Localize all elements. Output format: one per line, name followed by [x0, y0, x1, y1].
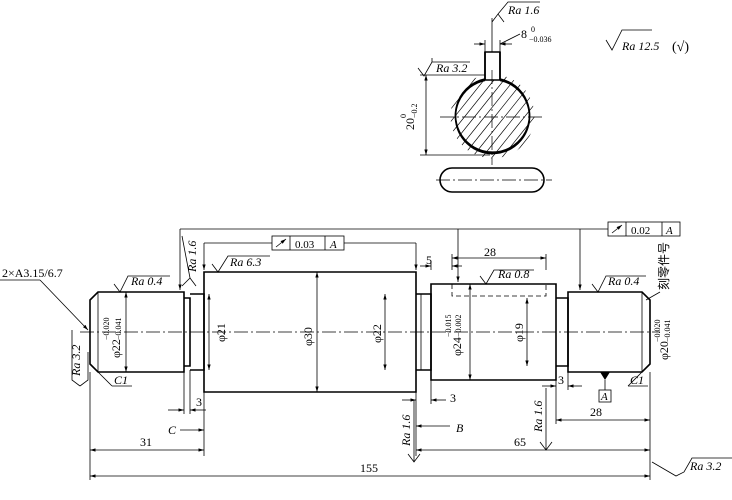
- center-hole-label: 2×A3.15/6.7: [2, 266, 63, 280]
- d5-symbol: φ24: [450, 337, 464, 356]
- groove-right: 3: [558, 373, 564, 387]
- datum-a-label: A: [600, 391, 608, 403]
- d7-upper: −0.020: [653, 319, 662, 342]
- d4-label: φ22: [370, 324, 384, 343]
- depth-upper: 0: [399, 114, 408, 118]
- runout-right-datum: A: [665, 225, 673, 237]
- seg5-roughness: Ra 1.6: [531, 401, 545, 433]
- d5-lower: −0.002: [454, 314, 463, 337]
- d7-lower: −0.041: [663, 319, 672, 342]
- seg3-roughness: Ra 6.3: [229, 255, 261, 269]
- depth-lower: −0.2: [410, 103, 419, 118]
- diameter-dimensions: φ22 −0.020 −0.041 φ21 φ30 φ22 φ24 −0.015…: [102, 272, 672, 392]
- seg1-roughness: Ra 0.4: [130, 274, 162, 288]
- length-28-right: 28: [590, 405, 602, 419]
- d5-upper: −0.015: [444, 314, 453, 337]
- section-label-c: C: [168, 423, 177, 437]
- general-roughness: Ra 12.5 (√): [605, 29, 689, 55]
- shaft-roughness: Ra 0.4 Ra 3.2 Ra 1.6 Ra 6.3 Ra 0.8 Ra 1.…: [69, 235, 732, 477]
- runout-right-value: 0.02: [631, 225, 650, 237]
- d1-symbol: φ22: [109, 339, 123, 358]
- seg6-roughness: Ra 0.4: [607, 274, 639, 288]
- tolerance-frames: 0.03 A 0.02 A A: [178, 221, 681, 403]
- groove-left: 3: [196, 395, 202, 409]
- depth-nominal: 20: [403, 118, 417, 130]
- key-width-lower: −0.036: [529, 35, 552, 44]
- runout-left-datum: A: [329, 239, 337, 251]
- general-roughness-label: Ra 12.5: [621, 39, 659, 53]
- length-key-offset: 5: [426, 253, 432, 267]
- shoulder-roughness: Ra 1.6: [185, 241, 199, 273]
- keyway-seg-roughness: Ra 0.8: [497, 267, 529, 281]
- groove-mid: 3: [450, 391, 456, 405]
- key-width-upper: 0: [531, 25, 535, 34]
- left-end-roughness: Ra 3.2: [69, 345, 83, 377]
- d2-label: φ21: [214, 323, 228, 342]
- length-31: 31: [140, 435, 152, 449]
- length-28-key: 28: [484, 245, 496, 259]
- d6-label: φ19: [512, 323, 526, 342]
- chamfer-right-label: C1: [630, 373, 644, 387]
- d1-upper: −0.020: [102, 317, 111, 340]
- d1-lower: −0.041: [114, 317, 123, 340]
- seg4-roughness: Ra 1.6: [399, 415, 413, 447]
- length-dimensions: 155 31 65 28 28 5 3 3 3 C: [89, 245, 651, 480]
- general-roughness-paren: (√): [672, 40, 689, 55]
- d7-symbol: φ20: [657, 341, 671, 360]
- section-label-b: B: [456, 421, 464, 435]
- part-mark-label: 刻零件号: [657, 242, 671, 290]
- runout-left-value: 0.03: [295, 239, 315, 251]
- chamfer-left-label: C1: [114, 373, 128, 387]
- d3-label: φ30: [301, 327, 315, 346]
- length-total: 155: [360, 461, 378, 475]
- length-65: 65: [514, 435, 526, 449]
- keyway-wall-roughness: Ra 1.6: [507, 3, 539, 17]
- section-roughness: Ra 3.2: [435, 61, 467, 75]
- keyway-top-view: [439, 167, 545, 193]
- right-end-roughness: Ra 3.2: [689, 459, 721, 473]
- annotations: 2×A3.15/6.7 C1 C1 刻零件号: [0, 242, 671, 387]
- section-view: 8 0 −0.036 Ra 1.6 20 0 −0.2 Ra 3.2: [399, 1, 552, 193]
- key-width-nominal: 8: [521, 27, 527, 41]
